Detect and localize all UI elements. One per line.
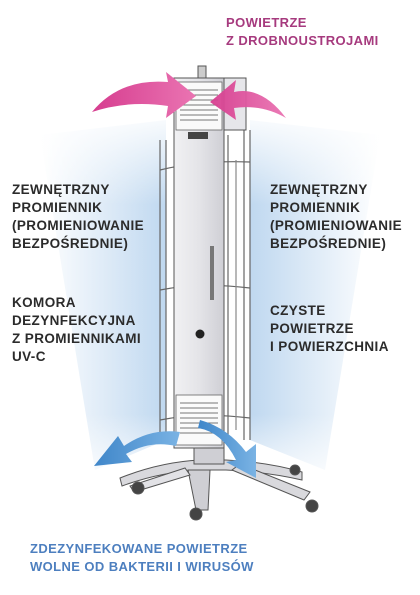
- label-line: (PROMIENIOWANIE: [270, 218, 403, 233]
- clean-air-label: CZYSTE POWIETRZE I POWIERZCHNIA: [270, 302, 389, 356]
- label-line: POWIETRZE: [270, 321, 354, 336]
- label-line: DEZYNFEKCYJNA: [12, 313, 136, 328]
- side-rails: [159, 130, 251, 440]
- label-line: PROMIENNIK: [12, 200, 103, 215]
- contaminated-air-label: POWIETRZE Z DROBNOUSTROJAMI: [226, 14, 379, 50]
- outer-emitter-label-left: ZEWNĘTRZNY PROMIENNIK (PROMIENIOWANIE BE…: [12, 181, 144, 253]
- label-line: Z PROMIENNIKAMI: [12, 331, 141, 346]
- label-line: KOMORA: [12, 295, 76, 310]
- blue-curved-arrow-icon: [94, 420, 256, 478]
- label-line: ZDEZYNFEKOWANE POWIETRZE: [30, 541, 248, 556]
- magenta-curved-arrow-icon: [92, 72, 286, 120]
- label-line: I POWIERZCHNIA: [270, 339, 389, 354]
- label-line: WOLNE OD BAKTERII I WIRUSÓW: [30, 559, 254, 574]
- label-line: CZYSTE: [270, 303, 326, 318]
- label-line: BEZPOŚREDNIE): [12, 236, 129, 251]
- disinfected-air-label: ZDEZYNFEKOWANE POWIETRZE WOLNE OD BAKTER…: [30, 540, 254, 576]
- label-line: UV-C: [12, 349, 46, 364]
- chamber-label: KOMORA DEZYNFEKCYJNA Z PROMIENNIKAMI UV-…: [12, 294, 141, 366]
- label-line: PROMIENNIK: [270, 200, 361, 215]
- label-line: ZEWNĘTRZNY: [12, 182, 110, 197]
- label-line: POWIETRZE: [226, 15, 307, 30]
- label-line: (PROMIENIOWANIE: [12, 218, 145, 233]
- label-line: BEZPOŚREDNIE): [270, 236, 387, 251]
- label-line: Z DROBNOUSTROJAMI: [226, 33, 379, 48]
- lamp-housing: [173, 65, 247, 449]
- pointer-dot-icon: [195, 329, 205, 339]
- outer-emitter-label-right: ZEWNĘTRZNY PROMIENNIK (PROMIENIOWANIE BE…: [270, 181, 402, 253]
- label-line: ZEWNĘTRZNY: [270, 182, 368, 197]
